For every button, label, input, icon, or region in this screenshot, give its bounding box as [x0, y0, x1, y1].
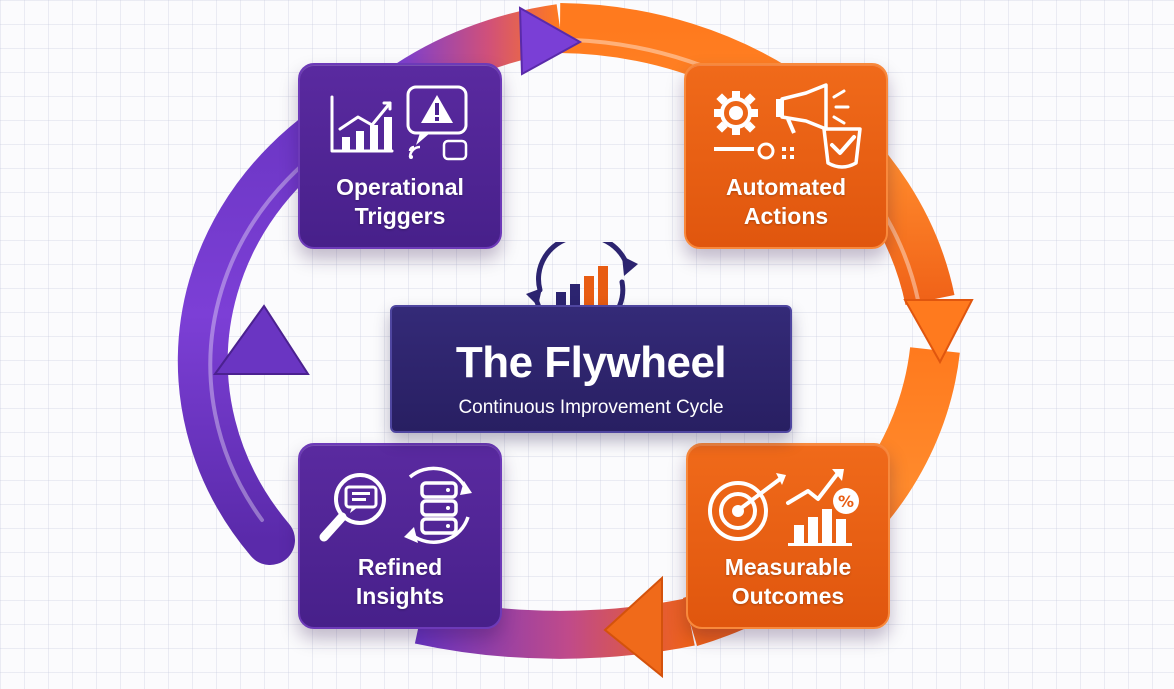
step-label: Refined Insights: [355, 554, 445, 609]
svg-text:%: %: [838, 492, 854, 511]
flywheel-title: The Flywheel: [455, 338, 727, 387]
flywheel-subtitle: Continuous Improvement Cycle: [458, 397, 724, 418]
chart-alert-icon: [300, 79, 500, 175]
gear-megaphone-icon: [686, 79, 886, 175]
arrow-bottom-icon: [603, 575, 663, 679]
step-operational-triggers: Operational Triggers: [298, 63, 502, 249]
step-refined-insights: Refined Insights: [298, 443, 502, 629]
step-automated-actions: Automated Actions: [684, 63, 888, 249]
step-label: Measurable Outcomes: [724, 554, 852, 609]
arrow-left-icon: [213, 304, 310, 375]
arrow-right-icon: [903, 299, 974, 365]
step-measurable-outcomes: % Measurable Outcomes: [686, 443, 890, 629]
flywheel-title-box: The Flywheel Continuous Improvement Cycl…: [390, 305, 792, 433]
magnifier-database-icon: [300, 459, 500, 555]
target-growth-icon: %: [688, 459, 888, 555]
step-label: Automated Actions: [725, 174, 847, 229]
step-label: Operational Triggers: [336, 174, 464, 229]
arrow-top-icon: [518, 6, 583, 76]
